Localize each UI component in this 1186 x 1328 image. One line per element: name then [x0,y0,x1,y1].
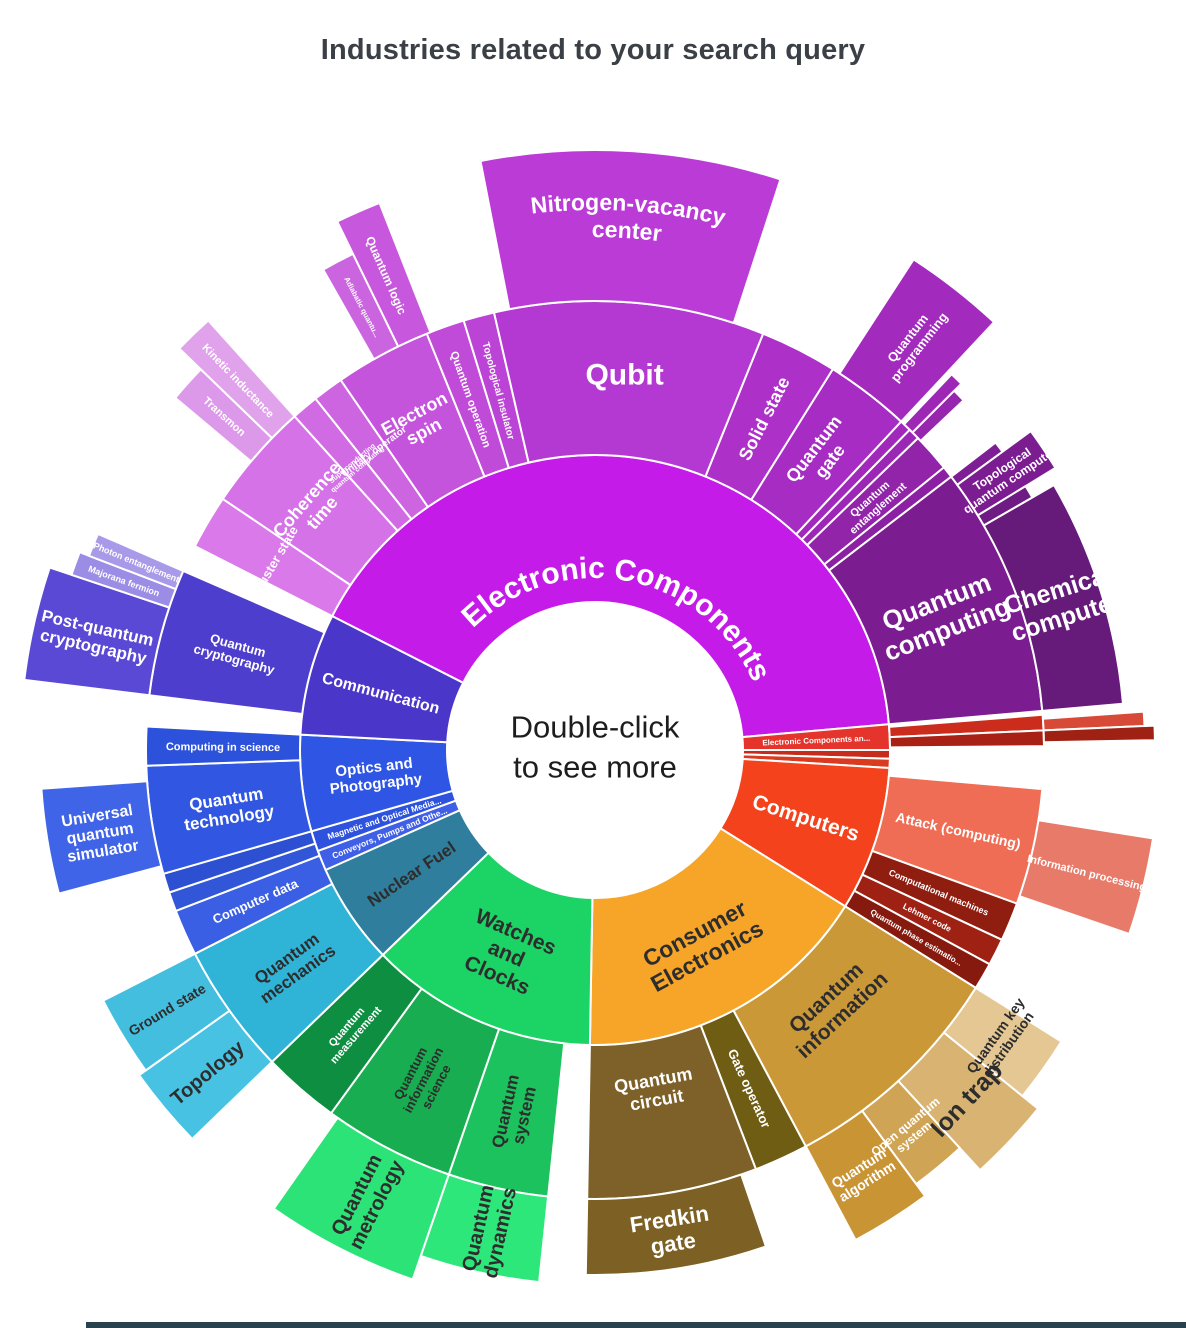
segment-sliver-62[interactable] [1042,724,1156,744]
segment-quantum-programming[interactable] [838,258,995,423]
segment-quantum-logic[interactable] [336,201,432,348]
segment-chemical-computer[interactable] [982,484,1124,712]
chart-title: Industries related to your search query [320,34,866,66]
segment-photon-entanglement[interactable] [88,532,185,591]
label-nitrogen-vacancy-center: center [592,216,663,246]
segment-sliver-56[interactable] [911,389,965,442]
segment-fredkin-gate[interactable] [584,1173,767,1276]
segment-nitrogen-vacancy-center[interactable] [479,149,782,324]
segment-quantum-algorithm[interactable] [804,1109,927,1241]
segment-kinetic-inductance[interactable] [178,319,296,440]
label-computing-in-science: Computing in science [166,741,280,754]
bottom-edge-bar [86,1322,1186,1328]
segment-ground-state[interactable] [102,952,231,1072]
segment-computing-in-science[interactable] [145,725,302,767]
segment-universal-quantum-simulator[interactable] [40,780,163,895]
label-qubit: Qubit [585,359,663,392]
segment-information-processing[interactable] [1018,819,1154,935]
segment-quantum-metrology[interactable] [272,1116,450,1281]
